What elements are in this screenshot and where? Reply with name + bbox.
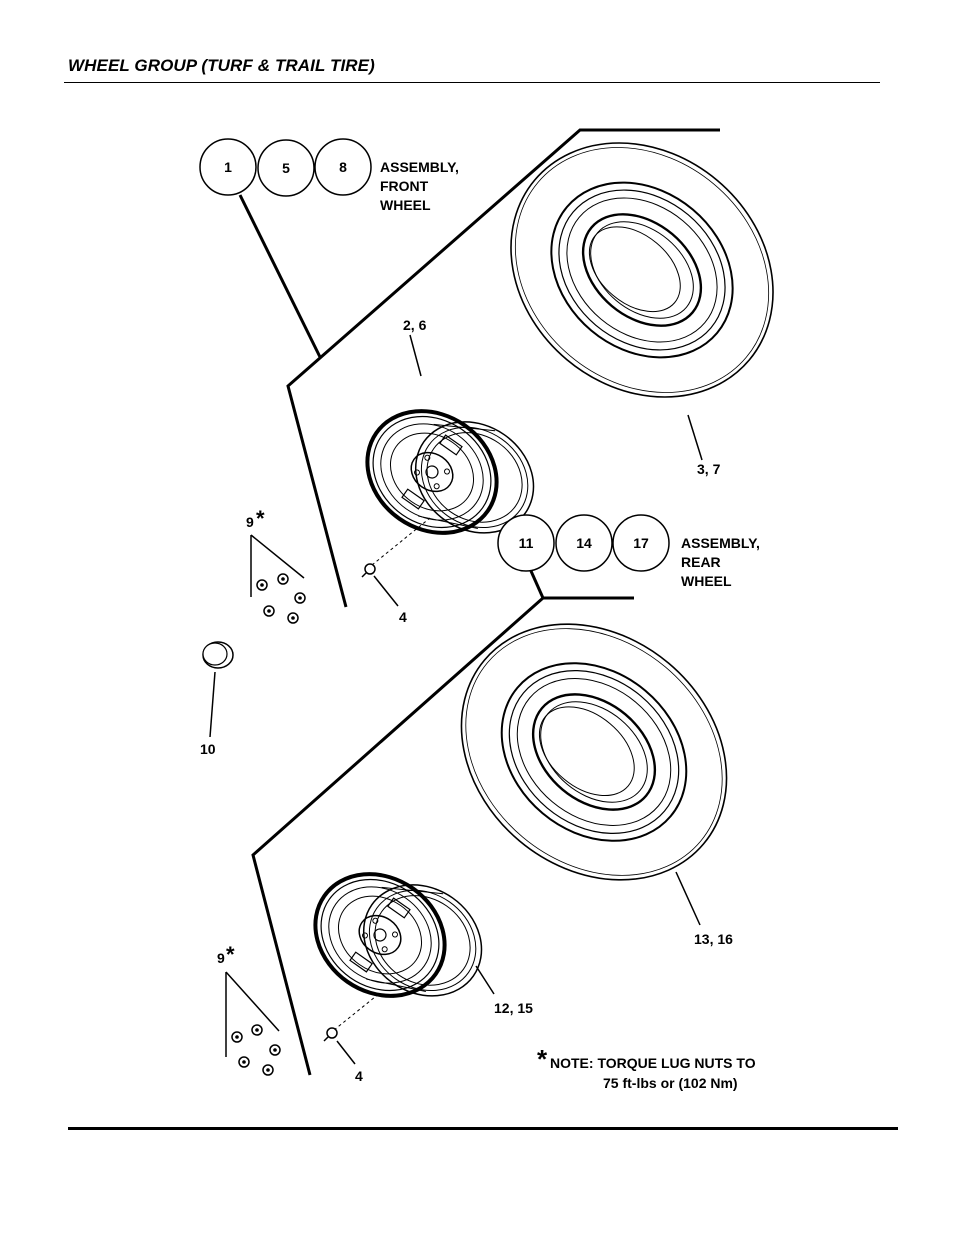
ref-number-14: 14 (576, 535, 592, 551)
rear-group-bracket (251, 596, 634, 1076)
torque-note: * NOTE: TORQUE LUG NUTS TO 75 ft-lbs or … (537, 1044, 756, 1091)
page-title: WHEEL GROUP (TURF & TRAIL TIRE) (68, 56, 375, 75)
rear-lug-nuts-callout: 9 (217, 950, 225, 966)
rear-wheel-group: 11 14 17 ASSEMBLY, REAR WHEEL (217, 514, 760, 1084)
rear-tire-callout: 13, 16 (694, 931, 733, 947)
rear-rim-drawing (313, 872, 483, 998)
rear-tire-drawing (460, 623, 728, 881)
ref-circle-5 (257, 139, 315, 197)
front-rim-leader (409, 334, 422, 377)
rear-lug-nuts-star: * (226, 942, 235, 967)
rear-rim-callout: 12, 15 (494, 1000, 533, 1016)
ref-number-1: 1 (224, 159, 232, 175)
front-valve-stem (361, 517, 431, 578)
front-tire-drawing (510, 142, 774, 398)
ref-circle-11 (497, 514, 555, 572)
front-rim-callout: 2, 6 (403, 317, 427, 333)
ref-number-8: 8 (339, 159, 347, 175)
rear-assembly-ref-circles: 11 14 17 (497, 514, 670, 572)
rear-assembly-label-line1: ASSEMBLY, (681, 535, 760, 551)
front-assembly-label-line3: WHEEL (380, 197, 431, 213)
front-valve-leader (373, 575, 399, 607)
ref-circle-8 (314, 138, 372, 196)
front-wheel-group: 1 5 8 ASSEMBLY, FRONT WHEEL (199, 128, 774, 757)
ref-number-11: 11 (519, 535, 534, 551)
rear-assembly-leader (529, 570, 545, 599)
front-rim-drawing (365, 409, 535, 535)
rear-lug-nuts (225, 971, 281, 1076)
rear-valve-stem (323, 992, 381, 1042)
title-divider (64, 82, 880, 83)
rear-tire-leader (675, 871, 701, 926)
ref-circle-17 (612, 514, 670, 572)
front-tire-callout: 3, 7 (697, 461, 721, 477)
ref-circle-1 (199, 138, 257, 196)
front-assembly-label-line1: ASSEMBLY, (380, 159, 459, 175)
ref-number-17: 17 (633, 535, 649, 551)
front-valve-callout: 4 (399, 609, 407, 625)
front-assembly-ref-circles: 1 5 8 (199, 138, 372, 197)
ref-number-5: 5 (282, 160, 290, 176)
ref-circle-14 (555, 514, 613, 572)
hub-cap-callout: 10 (200, 741, 216, 757)
front-assembly-leader (238, 194, 322, 358)
front-group-bracket (286, 128, 720, 608)
note-star: * (537, 1044, 548, 1074)
front-lug-nuts-callout: 9 (246, 514, 254, 530)
rear-rim-leader (475, 965, 495, 995)
rear-valve-leader (336, 1040, 356, 1065)
note-line2: 75 ft-lbs or (102 Nm) (603, 1075, 738, 1091)
rear-valve-callout: 4 (355, 1068, 363, 1084)
front-tire-leader (687, 414, 703, 461)
footer-divider (68, 1127, 898, 1130)
front-lug-nuts-star: * (256, 506, 265, 531)
rear-assembly-label-line2: REAR (681, 554, 721, 570)
front-lug-nuts (250, 534, 306, 624)
hub-cap-drawing (202, 641, 234, 669)
front-assembly-label-line2: FRONT (380, 178, 429, 194)
hub-cap-leader (209, 671, 216, 738)
note-line1: NOTE: TORQUE LUG NUTS TO (550, 1055, 756, 1071)
rear-assembly-label-line3: WHEEL (681, 573, 732, 589)
